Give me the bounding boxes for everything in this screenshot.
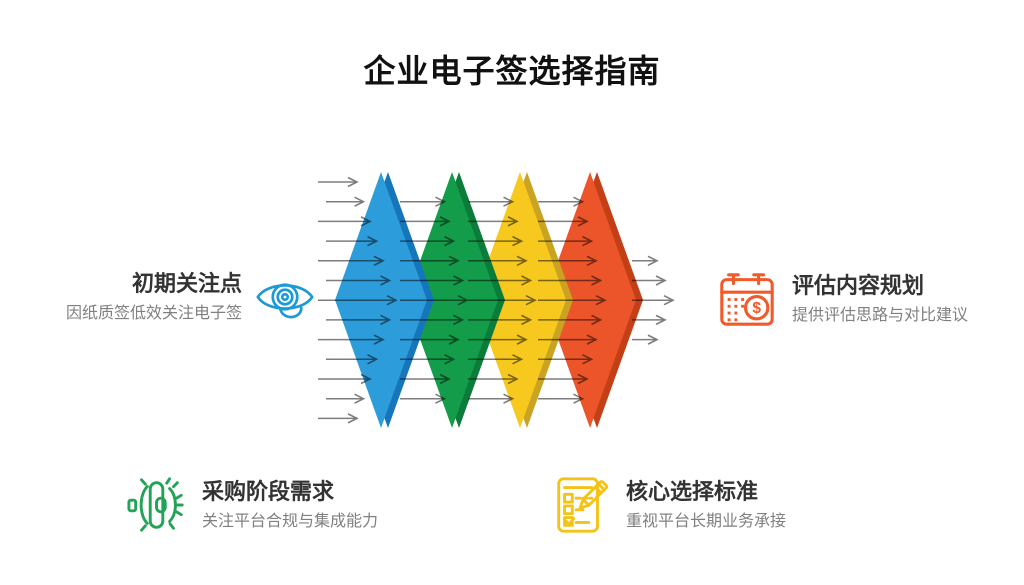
eye-icon [256, 268, 314, 326]
scan-icon [126, 474, 188, 536]
flow-arrows [318, 176, 675, 424]
section-procurement-needs: 采购阶段需求 关注平台合规与集成能力 [126, 474, 378, 536]
calendar-dots [727, 298, 745, 322]
calendar-dollar-icon: $ [716, 268, 778, 330]
section-title: 采购阶段需求 [202, 479, 335, 505]
section-evaluation-planning: $ 评估内容规划 提供评估思路与对比建议 [716, 268, 968, 330]
section-title: 评估内容规划 [792, 273, 925, 299]
section-subtitle: 重视平台长期业务承接 [626, 511, 787, 531]
section-subtitle: 因纸质签低效关注电子签 [65, 303, 242, 323]
checklist-pencil-icon [550, 474, 612, 536]
dollar-glyph: $ [752, 300, 761, 317]
section-core-criteria: 核心选择标准 重视平台长期业务承接 [550, 474, 786, 536]
section-title: 初期关注点 [131, 271, 242, 297]
section-subtitle: 关注平台合规与集成能力 [202, 511, 379, 531]
section-subtitle: 提供评估思路与对比建议 [792, 305, 969, 325]
section-title: 核心选择标准 [626, 479, 759, 505]
page-title: 企业电子签选择指南 [363, 52, 661, 90]
section-initial-focus: 初期关注点 因纸质签低效关注电子签 [66, 268, 314, 326]
pencil [578, 480, 609, 510]
